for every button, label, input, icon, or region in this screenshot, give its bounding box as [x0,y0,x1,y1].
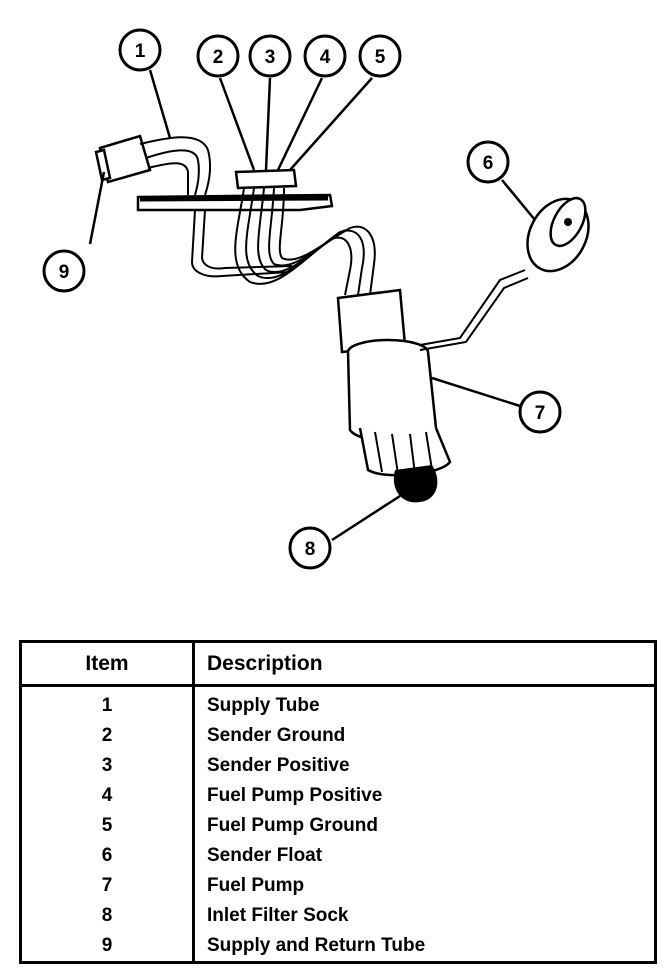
callout-3: 3 [248,34,292,78]
callout-7-label: 7 [535,403,546,424]
callout-8-label: 8 [305,539,316,560]
row-description: Supply and Return Tube [207,935,426,956]
callout-5: 5 [358,34,402,78]
float-arm-2 [419,277,529,351]
row-item: 8 [20,901,195,931]
inlet-filter-sock [393,465,438,503]
table-row: 1 Supply Tube [20,685,656,721]
table-row: 4 Fuel Pump Positive [20,781,656,811]
callout-9-label: 9 [59,262,70,283]
row-description: Supply Tube [207,695,320,716]
table-row: 2 Sender Ground [20,721,656,751]
callout-6-label: 6 [483,153,494,174]
table-row: 8 Inlet Filter Sock [20,901,656,931]
callout-1: 1 [118,28,162,72]
table-row: 5 Fuel Pump Ground [20,811,656,841]
leader-lines [88,69,536,542]
callout-5-label: 5 [375,47,386,68]
row-item: 6 [20,841,195,871]
header-item: Item [20,641,195,687]
sender-connector [234,168,298,190]
table-row: 7 Fuel Pump [20,871,656,901]
row-item: 2 [20,721,195,751]
row-description: Sender Positive [207,755,350,776]
row-description: Fuel Pump Positive [207,785,383,806]
row-description: Inlet Filter Sock [207,905,349,926]
supply-return-tube [94,134,293,278]
row-description: Sender Ground [207,725,346,746]
float-arm [419,269,526,346]
row-item: 5 [20,811,195,841]
callout-4-label: 4 [320,47,331,68]
callout-8: 8 [288,526,332,570]
sender-float [526,196,590,273]
callout-7: 7 [518,390,562,434]
row-description: Fuel Pump Ground [207,815,378,836]
table-row: 6 Sender Float [20,841,656,871]
row-item: 1 [20,685,195,721]
flange-hatch [139,195,329,202]
callout-4: 4 [303,34,347,78]
callout-6: 6 [466,140,510,184]
row-item: 3 [20,751,195,781]
row-item: 9 [20,931,195,963]
header-description: Description [193,641,656,687]
fuel-pump [336,288,452,477]
table-row: 9 Supply and Return Tube [20,931,656,963]
row-item: 7 [20,871,195,901]
row-item: 4 [20,781,195,811]
callout-2-label: 2 [213,47,224,68]
table-row: 3 Sender Positive [20,751,656,781]
callout-2: 2 [196,34,240,78]
wire-bundle [234,187,376,296]
parts-legend-table: Item Description 1 Supply Tube 2 Sender … [19,640,657,964]
row-description: Sender Float [207,845,323,866]
table-header-row: Item Description [20,641,656,687]
callout-3-label: 3 [265,47,276,68]
row-description: Fuel Pump [207,875,305,896]
fuel-pump-diagram: 1 2 3 4 5 6 7 8 9 [42,28,590,570]
callout-9: 9 [42,249,86,293]
callout-1-label: 1 [135,41,146,62]
